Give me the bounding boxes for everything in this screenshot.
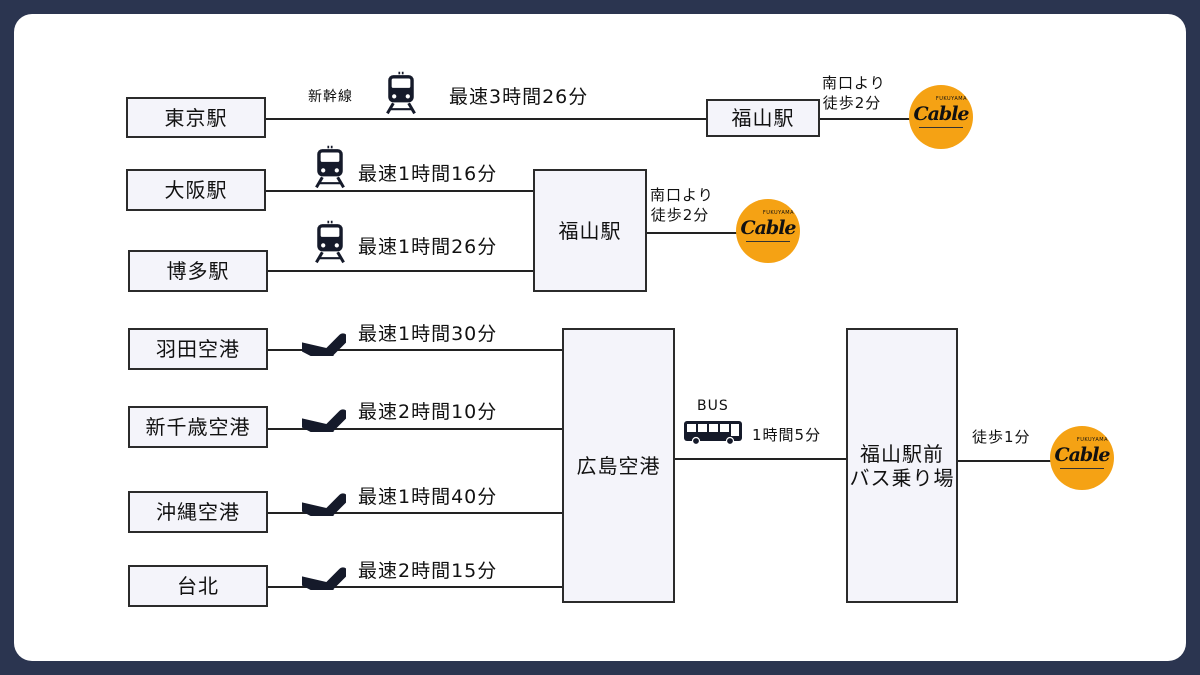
label-haneda-time: 最速1時間30分: [358, 323, 498, 345]
line-haneda-hiroshima: [266, 349, 562, 351]
label-bus-time: 1時間5分: [752, 426, 822, 444]
label-walk-2min: 徒歩2分: [822, 94, 882, 112]
origin-osaka-station: 大阪駅: [126, 169, 266, 211]
line-fukuyama-cable-1: [818, 118, 914, 120]
label-walk-middle: 南口より 徒歩2分: [650, 185, 714, 225]
bus-icon: [684, 421, 742, 445]
bus-stop-line1: 福山駅前: [860, 441, 944, 466]
logo-sub: FUKUYAMA: [1076, 437, 1108, 443]
train-icon: [313, 218, 347, 266]
hub-fukuyama-station-middle: 福山駅: [533, 169, 647, 292]
label-walk-2min: 徒歩2分: [650, 206, 710, 224]
line-osaka-fukuyama: [266, 190, 534, 192]
airplane-icon: [302, 546, 346, 590]
logo-brand: Cable: [740, 217, 796, 239]
label-okinawa-time: 最速1時間40分: [358, 486, 498, 508]
label-walk-1min: 徒歩1分: [972, 428, 1031, 446]
origin-hakata-station: 博多駅: [128, 250, 268, 292]
label-osaka-time: 最速1時間16分: [358, 163, 498, 185]
logo-sub: FUKUYAMA: [935, 96, 967, 102]
label-taipei-time: 最速2時間15分: [358, 560, 498, 582]
origin-new-chitose-airport: 新千歳空港: [128, 406, 268, 448]
line-okinawa-hiroshima: [266, 512, 562, 514]
train-icon: [384, 68, 418, 118]
line-fukuyama-cable-2: [646, 232, 738, 234]
cable-logo: FUKUYAMA Cable: [909, 85, 973, 149]
line-tokyo-fukuyama: [266, 118, 706, 120]
line-hiroshima-busstop: [674, 458, 846, 460]
line-hakata-fukuyama: [266, 270, 534, 272]
label-new-chitose-time: 最速2時間10分: [358, 401, 498, 423]
hub-fukuyama-station-top: 福山駅: [706, 99, 820, 137]
hub-fukuyama-bus-stop: 福山駅前 バス乗り場: [846, 328, 958, 603]
label-tokyo-time: 最速3時間26分: [449, 86, 589, 108]
train-icon: [313, 143, 347, 191]
line-taipei-hiroshima: [266, 586, 562, 588]
label-shinkansen: 新幹線: [308, 89, 353, 105]
airplane-icon: [302, 388, 346, 432]
airplane-icon: [302, 472, 346, 516]
origin-taipei: 台北: [128, 565, 268, 607]
logo-brand: Cable: [913, 103, 969, 125]
label-walk-top: 南口より 徒歩2分: [822, 73, 886, 113]
bus-stop-line2: バス乗り場: [849, 465, 955, 490]
label-bus: BUS: [697, 398, 729, 414]
cable-logo: FUKUYAMA Cable: [736, 199, 800, 263]
line-newchitose-hiroshima: [266, 428, 562, 430]
logo-sub: FUKUYAMA: [762, 210, 794, 216]
label-south-exit: 南口より: [822, 74, 886, 92]
cable-logo: FUKUYAMA Cable: [1050, 426, 1114, 490]
origin-tokyo-station: 東京駅: [126, 97, 266, 138]
label-hakata-time: 最速1時間26分: [358, 236, 498, 258]
logo-brand: Cable: [1054, 444, 1110, 466]
origin-okinawa-airport: 沖縄空港: [128, 491, 268, 533]
hub-hiroshima-airport: 広島空港: [562, 328, 675, 603]
origin-haneda-airport: 羽田空港: [128, 328, 268, 370]
line-busstop-cable: [957, 460, 1053, 462]
airplane-icon: [302, 312, 346, 356]
label-south-exit: 南口より: [650, 186, 714, 204]
